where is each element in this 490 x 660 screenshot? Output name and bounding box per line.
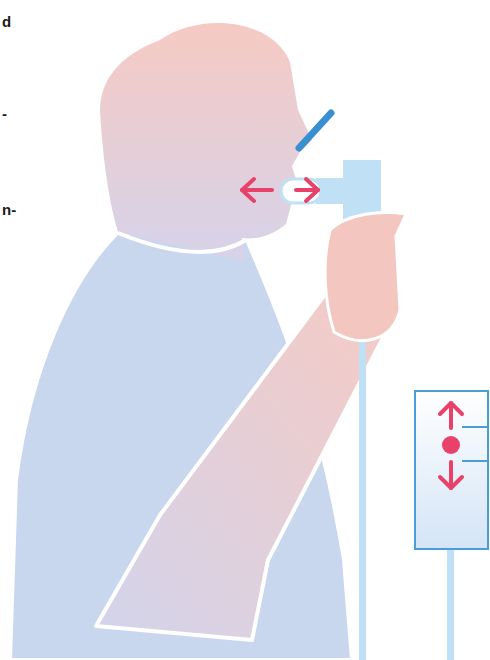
- gauge-indicator: [442, 436, 460, 454]
- mouthpiece: [281, 179, 321, 203]
- head: [100, 23, 312, 262]
- cut-off-label: n-: [2, 202, 16, 217]
- gauge-stand: [447, 548, 454, 660]
- gauge-ticks: [462, 427, 488, 461]
- cut-off-label: d: [2, 14, 11, 29]
- gauge-box: [415, 391, 488, 549]
- collar: [118, 233, 246, 252]
- hand: [325, 213, 406, 341]
- breath-arrows: [242, 179, 318, 201]
- gauge-arrows: [440, 403, 462, 488]
- cut-off-label: -: [2, 106, 7, 121]
- nose-clip: [299, 113, 331, 148]
